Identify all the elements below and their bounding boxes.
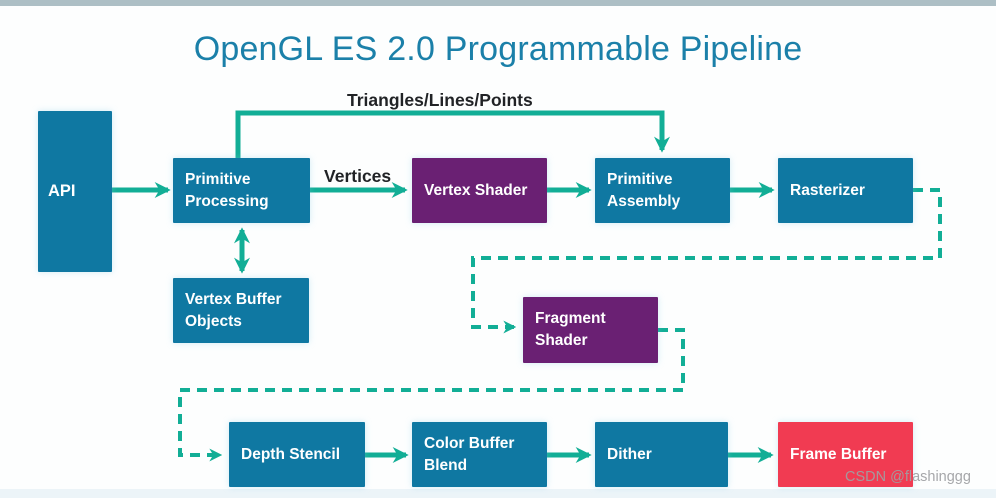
node-primitive-assembly: Primitive Assembly: [595, 158, 730, 223]
node-primitive-assembly-label: Primitive Assembly: [607, 170, 681, 210]
window-top-bar: [0, 0, 996, 6]
node-dither-label: Dither: [607, 445, 652, 463]
node-fragment-shader-label: Fragment Shader: [535, 310, 606, 349]
node-primitive-processing-label: Primitive Processing: [185, 170, 269, 210]
node-rasterizer-label: Rasterizer: [790, 181, 865, 199]
node-vertex-buffer-objects-label: Vertex Buffer Objects: [185, 290, 282, 330]
node-primitive-processing: Primitive Processing: [173, 158, 310, 223]
node-frame-buffer-label: Frame Buffer: [790, 445, 887, 463]
edge-rasterizer-to-fragment-shader: [471, 188, 942, 334]
node-api: API: [38, 111, 112, 272]
node-api-label: API: [48, 181, 76, 200]
node-color-buffer-blend-label: Color Buffer Blend: [424, 434, 515, 474]
node-fragment-shader: Fragment Shader: [523, 297, 658, 363]
window-bottom-bar: [0, 489, 996, 498]
edge-label-triangles-lines-points: Triangles/Lines/Points: [347, 90, 533, 110]
node-rasterizer: Rasterizer: [778, 158, 913, 223]
node-frame-buffer: Frame Buffer: [778, 422, 913, 487]
diagram-title: OpenGL ES 2.0 Programmable Pipeline: [193, 30, 803, 68]
node-vertex-buffer-objects: Vertex Buffer Objects: [173, 278, 309, 343]
node-vertex-shader-label: Vertex Shader: [424, 181, 528, 199]
watermark: CSDN @flashinggg: [845, 469, 971, 485]
edge-label-vertices: Vertices: [324, 166, 392, 186]
edge-fragment-shader-to-depth-stencil: [178, 328, 685, 462]
edge-triangles-lines-points-feedback: [235, 110, 671, 158]
node-dither: Dither: [595, 422, 728, 487]
node-depth-stencil: Depth Stencil: [229, 422, 365, 487]
node-color-buffer-blend: Color Buffer Blend: [412, 422, 547, 487]
node-vertex-shader: Vertex Shader: [412, 158, 547, 223]
node-depth-stencil-label: Depth Stencil: [241, 445, 341, 463]
